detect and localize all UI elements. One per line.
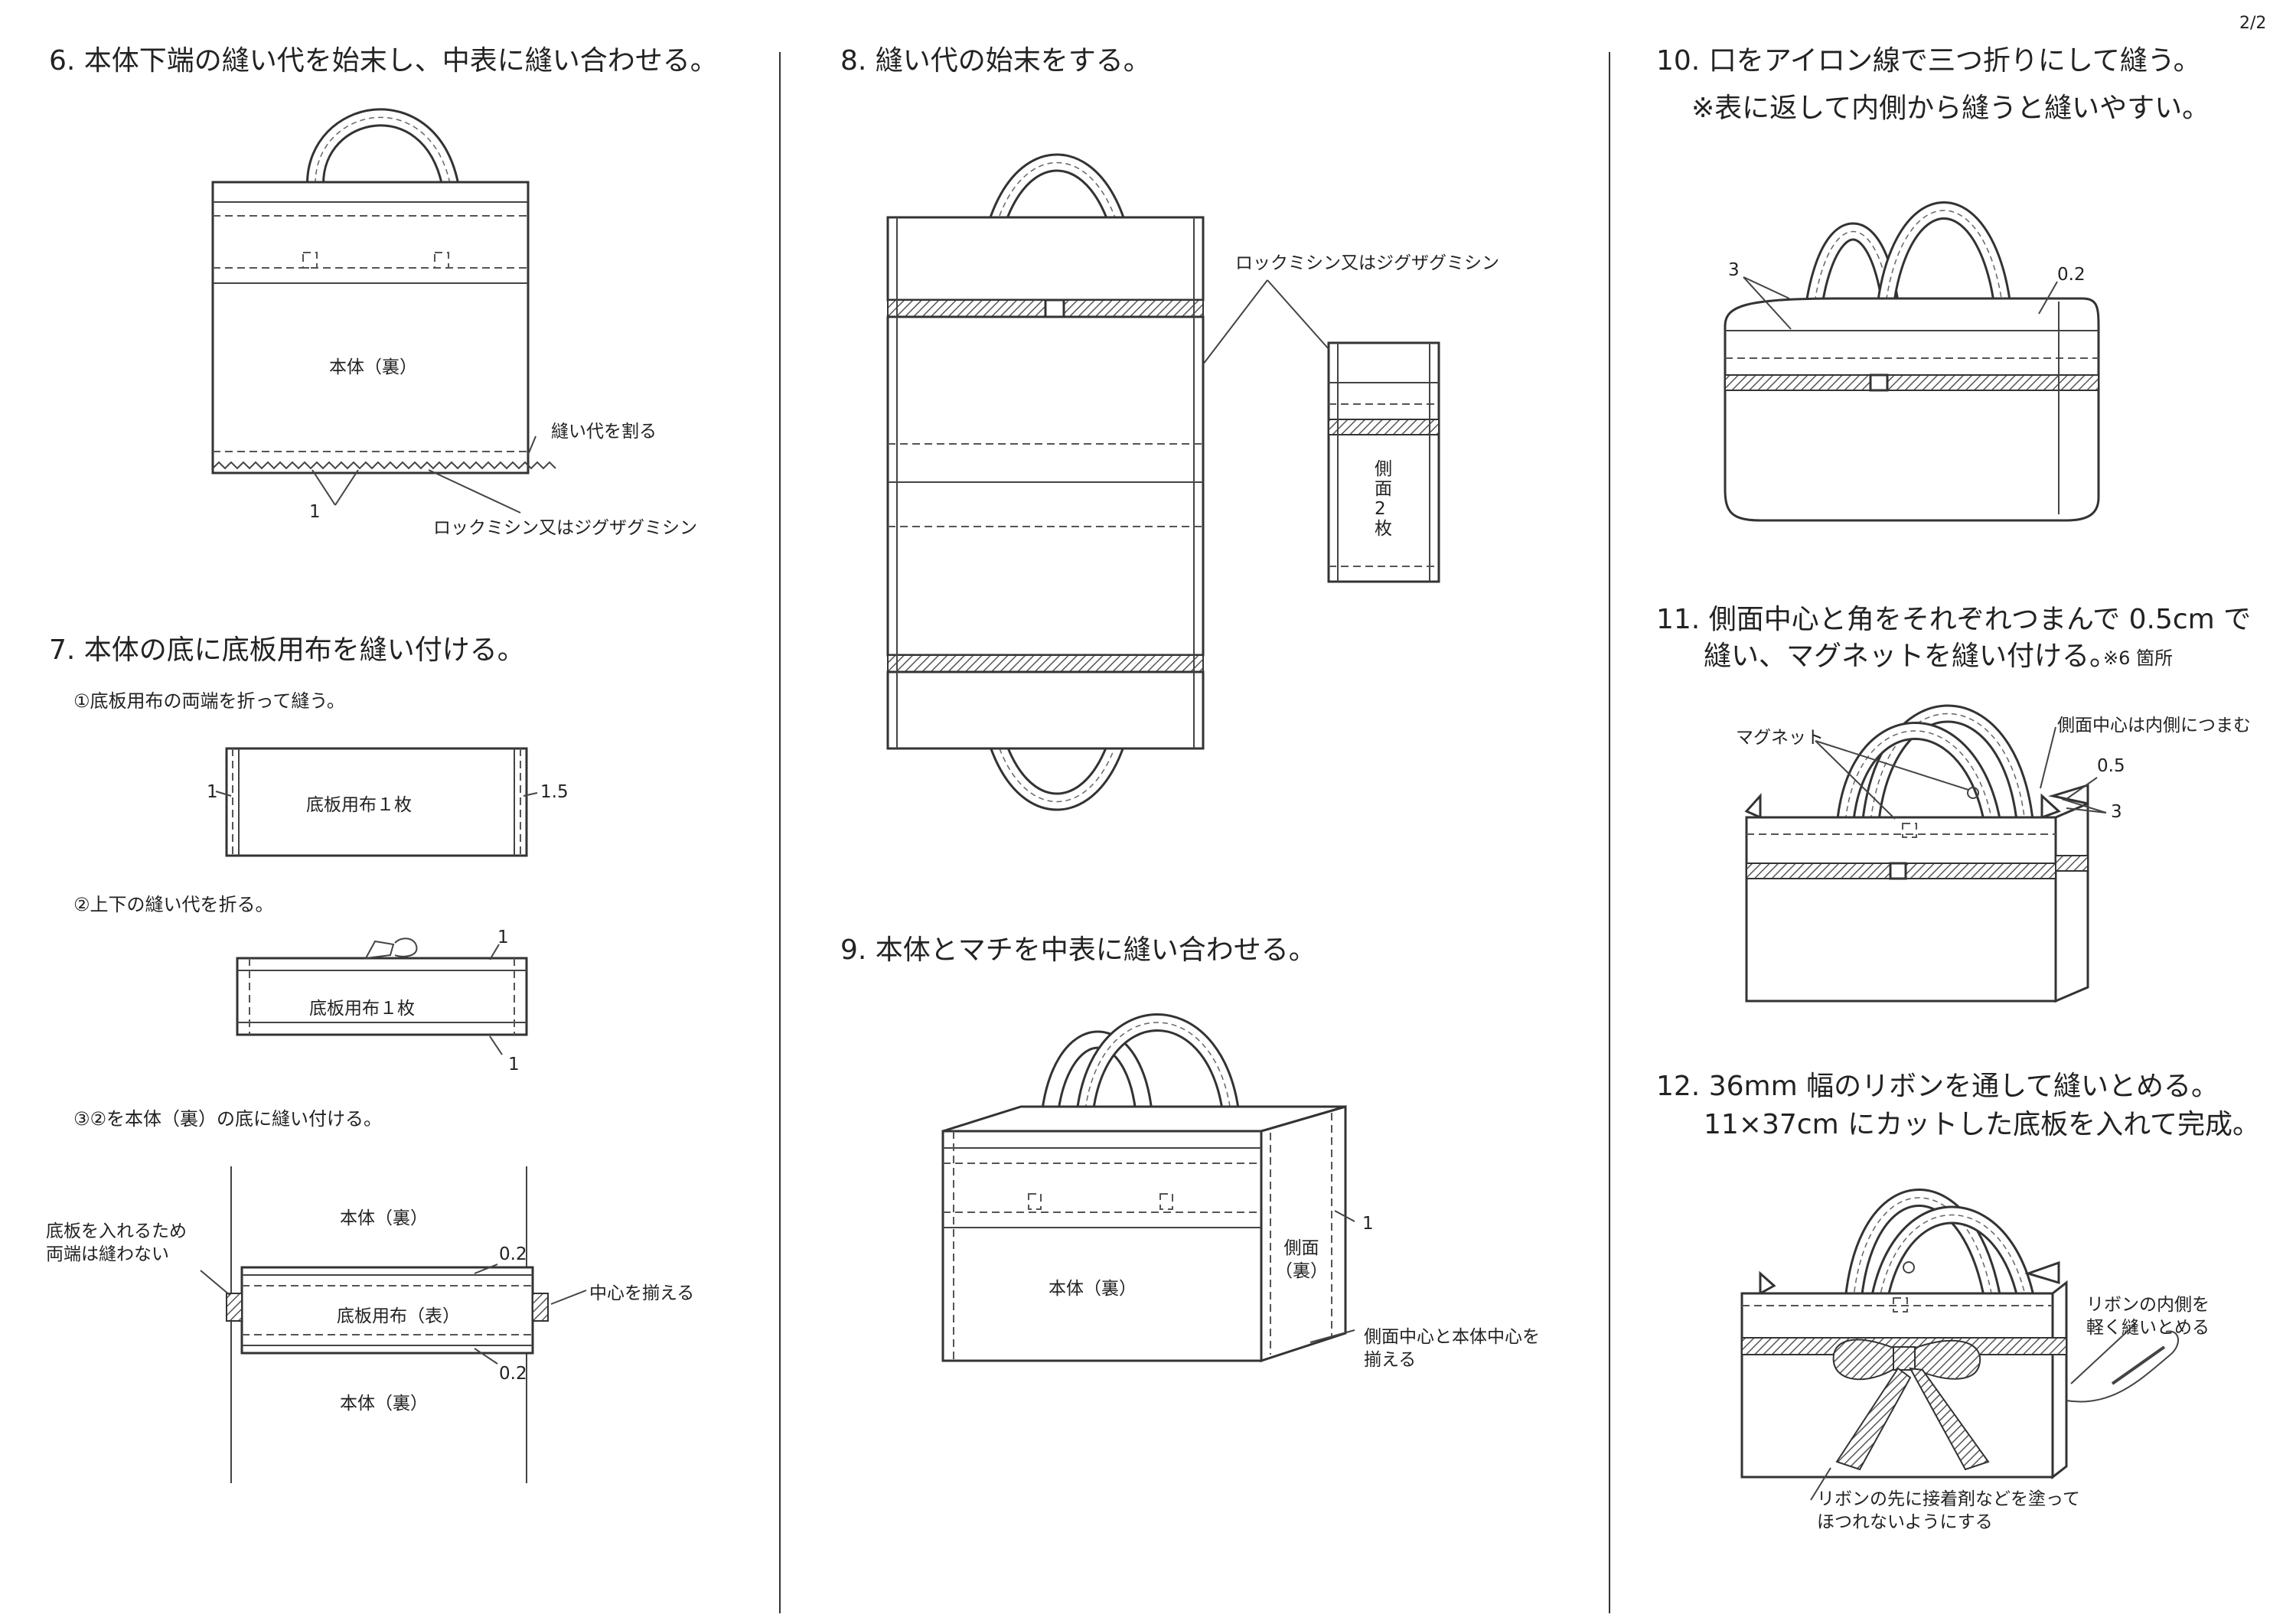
step-12-glue-label: リボンの先に接着剤などを塗って ほつれないようにする	[1817, 1489, 2080, 1532]
step-7-one-label-c: 1	[508, 1055, 520, 1075]
step-9-title: 9. 本体とマチを中表に縫い合わせる。	[840, 934, 1316, 966]
step-7-align-label: 中心を揃える	[589, 1283, 695, 1303]
column-divider	[779, 52, 781, 1613]
step-6-lock-label: ロックミシン又はジグザグミシン	[433, 518, 697, 538]
step-7-onefive-label: 1.5	[540, 782, 569, 802]
step-7-p02-label-b: 0.2	[499, 1364, 527, 1384]
step-11-count: ※6 箇所	[2103, 647, 2174, 669]
step-10-p02-label: 0.2	[2057, 265, 2086, 285]
step-10-title: 10. 口をアイロン線で三つ折りにして縫う。	[1656, 45, 2201, 77]
step-7-sub1: ①底板用布の両端を折って縫う。	[73, 690, 345, 712]
step-6-diagram	[211, 108, 556, 514]
step-6-body-label: 本体（裏）	[329, 357, 417, 377]
step-11-title: 11. 側面中心と角をそれぞれつまんで 0.5cm で	[1656, 604, 2252, 635]
step-7-diagram-3	[200, 1166, 587, 1483]
step-10-three-label: 3	[1728, 260, 1740, 280]
step-12-inner-label: リボンの内側を 軽く縫いとめる	[2086, 1295, 2210, 1338]
step-11-three-label: 3	[2111, 802, 2122, 822]
step-11-inner-label: 側面中心は内側につまむ	[2057, 716, 2251, 735]
step-12-title2: 11×37cm にカットした底板を入れて完成。	[1704, 1109, 2261, 1140]
step-8-lock-label: ロックミシン又はジグザグミシン	[1235, 253, 1499, 273]
step-7-diagram-1	[215, 747, 538, 857]
step-9-align-label: 側面中心と本体中心を 揃える	[1364, 1327, 1540, 1370]
step-7-p02-label-a: 0.2	[499, 1244, 527, 1264]
step-11-magnet-label: マグネット	[1736, 728, 1824, 748]
step-11-p05-label: 0.5	[2097, 756, 2125, 776]
step-9-side-label: 側面 （裏）	[1275, 1238, 1328, 1281]
step-7-body-top-label: 本体（裏）	[340, 1208, 428, 1228]
step-8-title: 8. 縫い代の始末をする。	[840, 45, 1151, 77]
step-7-cloth2-label: 底板用布１枚	[309, 999, 415, 1019]
step-7-cloth-front-label: 底板用布（表）	[337, 1306, 460, 1326]
step-6-title: 6. 本体下端の縫い代を始末し、中表に縫い合わせる。	[49, 45, 718, 77]
step-7-sub2: ②上下の縫い代を折る。	[73, 894, 274, 915]
step-7-sub3: ③②を本体（裏）の底に縫い付ける。	[73, 1108, 383, 1130]
step-7-leave-open-label: 底板を入れるため 両端は縫わない	[46, 1221, 187, 1264]
step-8-side-label: 側 面 2 枚	[1375, 459, 1392, 539]
step-7-title: 7. 本体の底に底板用布を縫い付ける。	[49, 634, 525, 666]
step-7-one-label-a: 1	[207, 782, 218, 802]
step-7-one-label-b: 1	[497, 928, 509, 947]
step-7-body-bottom-label: 本体（裏）	[340, 1394, 428, 1414]
step-10-note: ※表に返して内側から縫うと縫いやすい。	[1691, 93, 2210, 124]
step-7-diagram-2	[236, 938, 528, 1055]
step-6-split-label: 縫い代を割る	[551, 422, 657, 442]
column-divider	[1609, 52, 1610, 1613]
step-9-one-label: 1	[1362, 1214, 1374, 1234]
step-6-one-label: 1	[309, 502, 321, 522]
step-12-title: 12. 36mm 幅のリボンを通して縫いとめる。	[1656, 1071, 2219, 1102]
page-number: 2/2	[2239, 14, 2267, 33]
step-11-title2: 縫い、マグネットを縫い付ける。	[1704, 641, 2118, 672]
step-9-body-label: 本体（裏）	[1049, 1279, 1137, 1299]
step-7-cloth1-label: 底板用布１枚	[306, 795, 412, 815]
